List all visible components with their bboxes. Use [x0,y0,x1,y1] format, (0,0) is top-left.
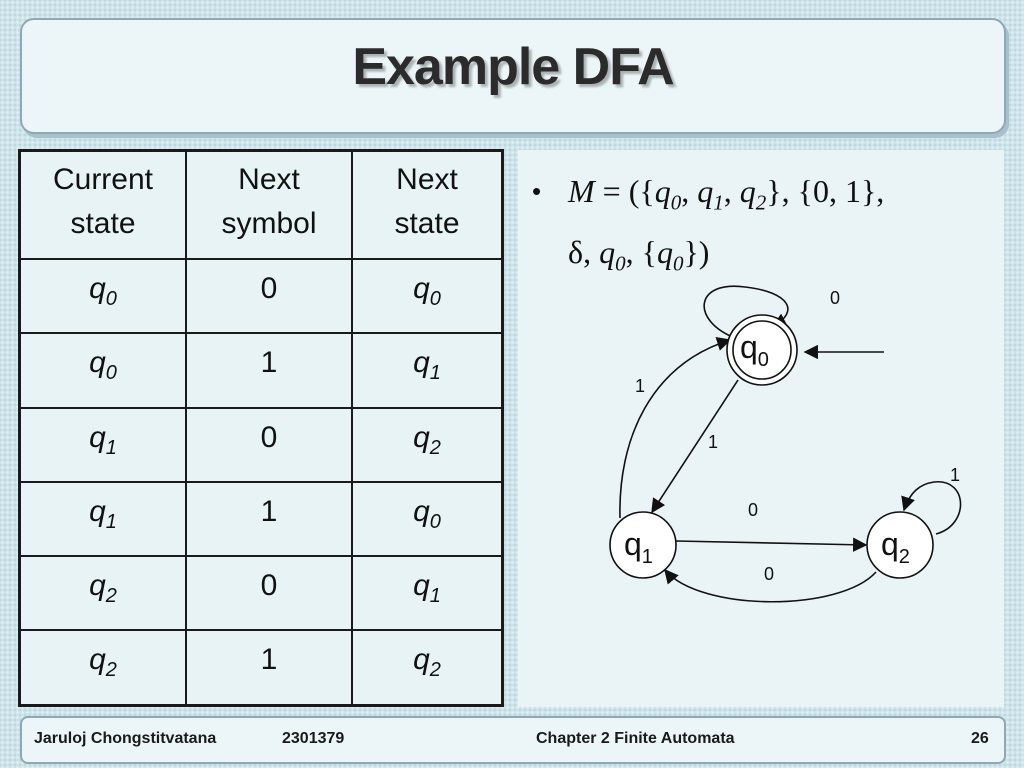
cell-next-symbol: 0 [185,257,353,335]
cell-current-state: q2 [18,555,187,632]
footer-chapter: Chapter 2 Finite Automata [536,730,735,747]
cell-current-state: q1 [18,480,187,558]
title-box: Example DFA [20,18,1006,134]
slide-title: Example DFA [352,38,674,96]
cell-current-state: q2 [18,629,187,707]
cell-current-state: q0 [18,332,187,409]
cell-next-state: q1 [351,332,504,409]
svg-text:q0: q0 [740,329,769,371]
edge-q2-to-q1 [664,568,877,603]
cell-next-symbol: 1 [185,480,353,558]
cell-next-symbol: 1 [185,629,353,707]
svg-text:q1: q1 [624,526,653,568]
edge-q1-to-q2 [675,537,868,552]
footer-page-number: 26 [971,730,989,747]
footer [20,716,1006,764]
cell-next-state: q2 [351,406,504,483]
label-q1-to-q0: 1 [635,376,645,396]
header-next-state: Next state [351,149,504,260]
edge-q0-to-q1 [651,379,739,514]
cell-next-symbol: 1 [185,332,353,409]
cell-next-state: q0 [351,257,504,335]
cell-next-state: q2 [351,629,504,707]
cell-next-symbol: 0 [185,406,353,483]
dfa-definition: • M = ({q0, q1, q2}, {0, 1}, δ, q0, {q0}… [532,166,1002,289]
footer-course: 2301379 [282,730,345,747]
cell-current-state: q0 [18,257,187,335]
edge-q0-self [703,285,789,339]
label-q2-self: 1 [950,465,960,485]
label-q0-to-q1: 1 [708,432,718,452]
cell-next-state: q0 [351,480,504,558]
edge-q2-self [901,481,962,535]
header-current-state: Current state [18,149,187,260]
state-q0: q0 [726,314,798,386]
edge-q1-to-q0 [619,337,732,519]
state-q2: q2 [866,511,934,579]
header-next-symbol: Next symbol [185,149,353,260]
svg-text:q2: q2 [881,526,910,568]
label-q2-to-q1: 0 [764,564,774,584]
bullet: • [532,176,542,206]
footer-author: Jaruloj Chongstitvatana [34,730,217,747]
cell-current-state: q1 [18,406,187,483]
state-q1: q1 [609,511,677,579]
cell-next-symbol: 0 [185,555,353,632]
table-header-row: Current state Next symbol Next state [18,149,504,260]
diagram-panel [518,150,1004,707]
cell-next-state: q1 [351,555,504,632]
label-q1-to-q2: 0 [748,500,758,520]
label-q0-self: 0 [830,288,840,308]
